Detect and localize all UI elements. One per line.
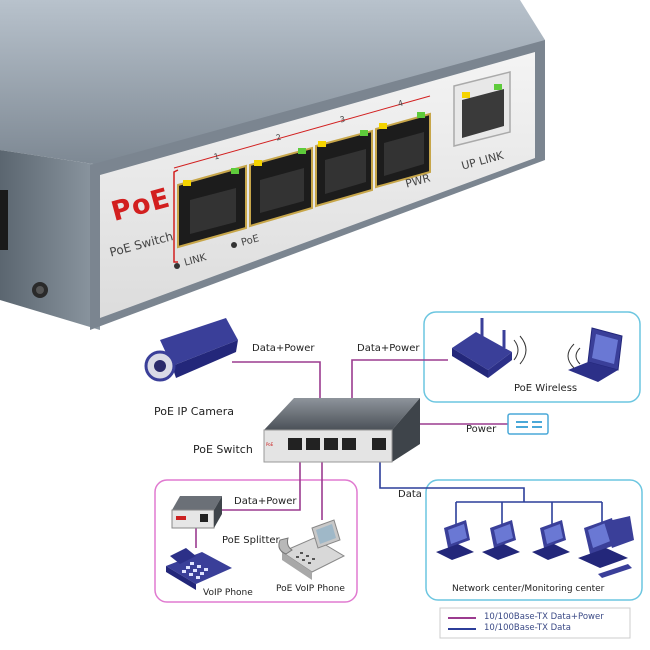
wireless-router-icon xyxy=(452,318,527,378)
splitter-link-line xyxy=(222,462,301,511)
link-indicator-dot xyxy=(174,263,180,269)
wireless-group-box xyxy=(423,311,641,403)
splitter-label: PoE Splitter xyxy=(222,535,280,546)
splitter-link-label: Data+Power xyxy=(234,496,297,507)
network-group-box xyxy=(425,479,643,601)
link-led-1 xyxy=(183,180,191,186)
legend-item-data-power: 10/100Base-TX Data+Power xyxy=(484,612,604,622)
poe-voip-phone-icon xyxy=(278,519,346,580)
voip-phone-icon xyxy=(166,548,232,590)
splitter-group-box xyxy=(154,479,358,603)
connection-lines xyxy=(195,359,603,548)
switch-device-photo xyxy=(0,0,545,330)
poe-indicator-dot xyxy=(231,242,237,248)
poe-splitter-icon xyxy=(171,496,222,529)
wireless-label: PoE Wireless xyxy=(514,383,578,394)
network-center-label: Network center/Monitoring center xyxy=(452,584,605,594)
poe-voip-phone-label: PoE VoIP Phone xyxy=(276,584,345,594)
legend-item-data: 10/100Base-TX Data xyxy=(484,623,571,633)
wireless-link-label: Data+Power xyxy=(357,343,420,354)
computer-icon-2 xyxy=(482,520,520,560)
rj45-port-3 xyxy=(315,129,373,208)
rj45-port-2 xyxy=(249,146,313,228)
computer-icon-1 xyxy=(436,520,474,560)
rj45-port-1 xyxy=(177,164,247,249)
poe-switch-icon: PoE xyxy=(263,398,420,463)
camera-link-line xyxy=(232,361,321,398)
switch-label: PoE Switch xyxy=(193,443,253,456)
svg-text:PoE: PoE xyxy=(266,442,274,447)
wireless-link-line xyxy=(351,359,448,398)
uplink-port xyxy=(453,71,511,147)
network-link-label: Data xyxy=(398,489,422,500)
monitoring-workstation-icon xyxy=(578,516,634,578)
camera-link-label: Data+Power xyxy=(252,343,315,354)
legend-box xyxy=(439,607,631,639)
power-link-label: Power xyxy=(466,424,497,435)
ip-camera-icon xyxy=(144,318,238,382)
power-adapter-icon xyxy=(507,413,549,435)
computer-icon-3 xyxy=(532,520,570,560)
rj45-port-4 xyxy=(375,112,431,189)
network-link-line xyxy=(379,462,525,502)
ip-camera-label: PoE IP Camera xyxy=(154,405,234,418)
voip-phone-label: VoIP Phone xyxy=(203,588,253,598)
laptop-icon xyxy=(567,327,623,382)
poe-led-1 xyxy=(231,168,239,174)
